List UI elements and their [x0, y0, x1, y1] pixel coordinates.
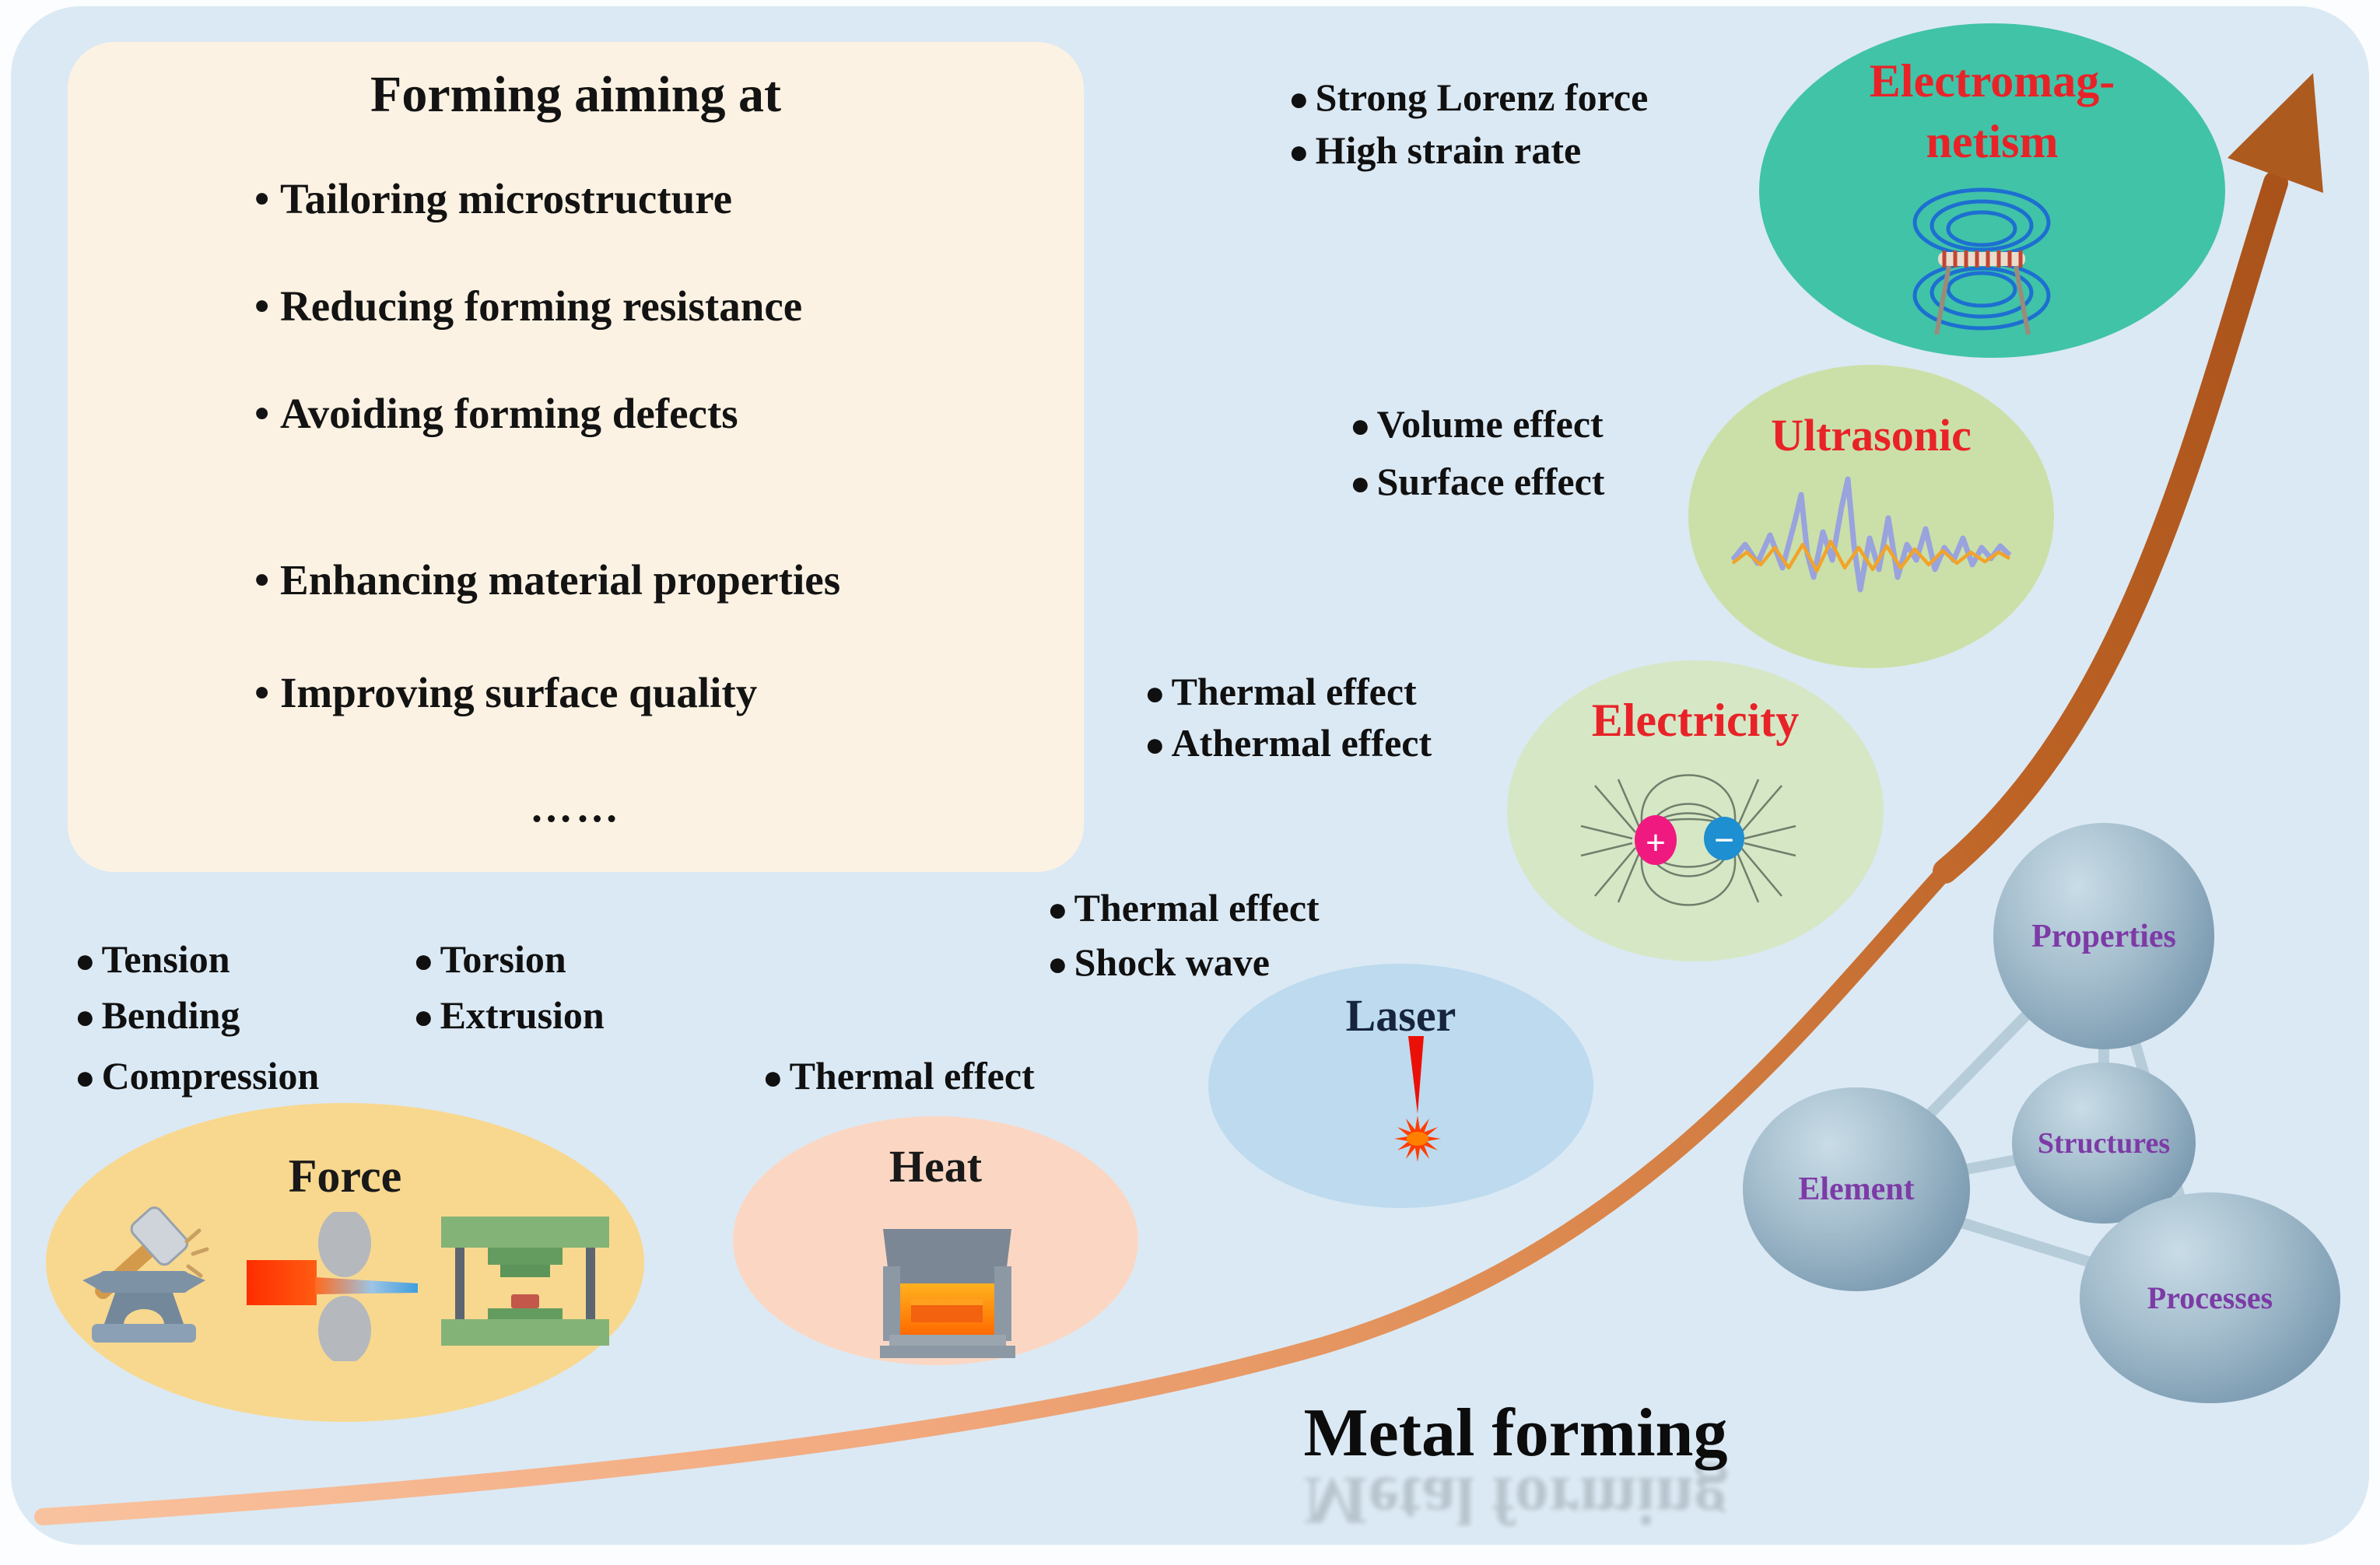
- electricity-bullet: Athermal effect: [1144, 722, 1432, 765]
- processes-label: Processes: [2147, 1280, 2273, 1315]
- goal-item: Enhancing material properties: [254, 555, 840, 604]
- furnace-icon: [880, 1229, 1015, 1358]
- properties-sphere: Properties: [1993, 823, 2214, 1049]
- goal-item: Avoiding forming defects: [254, 389, 738, 438]
- goals-box-title: Forming aiming at: [370, 66, 781, 123]
- ultrasonic-ellipse: [1688, 365, 2054, 668]
- electromagnet-coil-icon: [1912, 187, 2051, 335]
- goal-item: Tailoring microstructure: [254, 174, 732, 223]
- ultrasonic-bullet: Surface effect: [1350, 460, 1605, 503]
- laser-beam-icon: [1394, 1036, 1441, 1162]
- heat-title: Heat: [889, 1141, 983, 1192]
- laser-bullet: Thermal effect: [1047, 887, 1320, 930]
- metal-forming-axis-label: Metal forming: [1303, 1395, 1728, 1471]
- arrow-head: [2228, 73, 2323, 193]
- element-label: Element: [1798, 1171, 1915, 1207]
- structures-sphere: Structures: [2012, 1063, 2196, 1224]
- goal-item-ellipsis: ……: [530, 783, 622, 831]
- laser-ellipse: [1208, 964, 1593, 1208]
- metal-forming-axis-label-reflection: Metal forming: [1303, 1462, 1728, 1538]
- ultrasonic-bullet: Volume effect: [1350, 403, 1604, 446]
- heat-bullet: Thermal effect: [762, 1055, 1035, 1098]
- laser-bullet: Shock wave: [1047, 941, 1270, 984]
- force-title: Force: [288, 1150, 402, 1202]
- minus-charge-glyph: −: [1714, 821, 1734, 860]
- forging-hammer-anvil-icon: [82, 1206, 209, 1343]
- processes-sphere: Processes: [2080, 1192, 2340, 1403]
- element-sphere: Element: [1743, 1087, 1970, 1291]
- goal-item: Reducing forming resistance: [254, 282, 802, 331]
- electromagnetism-title-line2: netism: [1926, 116, 2059, 167]
- ultrasonic-waveform-icon: [1731, 476, 2011, 593]
- force-bullet: Torsion: [413, 938, 566, 981]
- electricity-bullet: Thermal effect: [1144, 670, 1417, 713]
- force-bullet: Bending: [75, 994, 240, 1037]
- laser-title: Laser: [1345, 990, 1456, 1041]
- press-die-icon: [441, 1217, 609, 1346]
- force-bullet: Tension: [75, 938, 230, 981]
- rolling-mill-icon: [247, 1212, 418, 1361]
- electricity-ellipse: [1507, 660, 1884, 961]
- arrow-shaft-upper: [1933, 170, 2288, 884]
- force-bullet: Extrusion: [413, 994, 605, 1037]
- goal-item: Improving surface quality: [254, 668, 757, 717]
- ultrasonic-title: Ultrasonic: [1771, 410, 1972, 460]
- structures-label: Structures: [2037, 1126, 2171, 1160]
- plus-charge-glyph: +: [1646, 823, 1666, 863]
- electricity-title: Electricity: [1591, 695, 1800, 746]
- electric-dipole-icon: + −: [1580, 774, 1796, 906]
- force-bullet: Compression: [75, 1055, 320, 1098]
- forming-goals-box: Forming aiming at Tailoring microstructu…: [68, 42, 1084, 872]
- electromagnetism-title-line1: Electromag-: [1869, 55, 2115, 107]
- electromagnetism-bullet: High strain rate: [1288, 129, 1582, 172]
- properties-label: Properties: [2031, 918, 2176, 954]
- electromagnetism-bullet: Strong Lorenz force: [1288, 76, 1649, 119]
